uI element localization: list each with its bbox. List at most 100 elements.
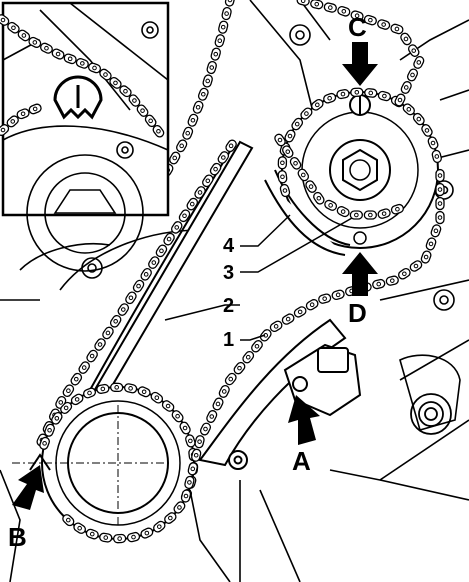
- chain-pin: [381, 211, 387, 216]
- chain-pin: [143, 272, 149, 277]
- chain-pin: [394, 26, 400, 32]
- chain-pin: [316, 195, 322, 201]
- inset-chain: [0, 14, 165, 138]
- chain-pin: [354, 89, 360, 95]
- chain-pin: [403, 85, 409, 90]
- chain-pin: [224, 11, 229, 16]
- chain-pin: [273, 324, 279, 329]
- chain-pin: [341, 8, 347, 14]
- chain-pin: [156, 524, 162, 529]
- chain-pin: [340, 91, 346, 97]
- chain-pin: [114, 385, 119, 390]
- chain-pin: [172, 155, 178, 161]
- chain-pin: [423, 254, 429, 260]
- chain-pin: [113, 318, 118, 324]
- chain-pin: [328, 5, 333, 10]
- callout-d: D: [348, 298, 367, 328]
- chain-pin: [297, 309, 303, 315]
- chain-pin: [47, 427, 52, 433]
- inset-detail: [0, 1, 170, 272]
- chain-pin: [205, 178, 211, 184]
- chain-pin: [277, 137, 283, 143]
- chain-pin: [395, 206, 400, 212]
- chain-pin: [424, 128, 430, 133]
- chain-pin: [340, 209, 346, 214]
- chain-pin: [151, 260, 157, 265]
- chain-pin: [201, 91, 206, 97]
- callout-3: 3: [223, 262, 234, 284]
- chain-pin: [0, 127, 6, 133]
- chain-pin: [113, 80, 118, 86]
- chain-pin: [32, 106, 38, 112]
- chain-pin: [285, 316, 291, 322]
- chain-pin: [209, 414, 215, 419]
- chain-pin: [89, 353, 95, 359]
- chain-pin: [413, 263, 419, 269]
- chain-pin: [254, 343, 260, 349]
- chain-pin: [228, 143, 234, 149]
- callout-4: 4: [223, 235, 235, 257]
- chain-pin: [300, 172, 306, 178]
- chain-pin: [322, 296, 327, 301]
- chain-pin: [21, 33, 27, 38]
- chain-pin: [411, 48, 417, 53]
- chain-pin: [92, 65, 97, 71]
- chain-pin: [55, 51, 61, 57]
- chain-pin: [128, 386, 133, 391]
- arrow-a-icon: [288, 395, 320, 445]
- chain-pin: [10, 119, 16, 124]
- chain-pin: [403, 36, 409, 42]
- chain-pin: [195, 104, 201, 110]
- chain-pin: [437, 173, 443, 178]
- chain-pin: [406, 107, 412, 112]
- chain-pin: [381, 22, 386, 27]
- chain-pin: [73, 376, 79, 382]
- chain-pin: [67, 56, 73, 62]
- chain-pin: [144, 530, 150, 536]
- chain-pin: [154, 395, 160, 400]
- chain-pin: [294, 121, 300, 127]
- chain-pin: [156, 128, 161, 134]
- chain-pin: [221, 389, 227, 394]
- callout-c: C: [348, 12, 367, 42]
- chain-pin: [228, 376, 234, 382]
- chain-pin: [382, 93, 387, 99]
- chain-pin: [285, 149, 291, 154]
- chain-pin: [165, 403, 171, 409]
- chain-pin: [190, 466, 196, 472]
- chain-pin: [213, 166, 218, 172]
- chain-pin: [175, 413, 180, 419]
- chain-pin: [437, 215, 443, 220]
- chain-pin: [220, 24, 226, 30]
- chain-pin: [0, 17, 6, 23]
- chain-pin: [189, 201, 195, 207]
- callout-1: 1: [223, 329, 234, 351]
- chain-pin: [168, 515, 173, 521]
- timing-mark-icon: [53, 75, 103, 120]
- chain-pin: [182, 425, 188, 431]
- chain-pin: [179, 143, 184, 149]
- chain-pin: [217, 38, 223, 44]
- chain-pin: [287, 133, 293, 139]
- chain-pin: [193, 452, 199, 458]
- chain-pin: [335, 292, 341, 298]
- callout-2: 2: [223, 295, 234, 317]
- camshaft-sprocket: [281, 91, 439, 249]
- chain-pin: [197, 439, 202, 444]
- chain-pin: [402, 271, 407, 277]
- chain-pin: [209, 65, 215, 70]
- chain-pin: [136, 283, 141, 289]
- chain-pin: [376, 281, 382, 287]
- chain-pin: [66, 388, 71, 393]
- chain-pin: [368, 212, 373, 218]
- chain-pin: [117, 536, 122, 541]
- chain-pin: [100, 386, 106, 392]
- chain-pin: [309, 302, 315, 308]
- chain-pin: [354, 13, 360, 18]
- chain-pin: [141, 389, 147, 395]
- chain-pin: [77, 525, 82, 531]
- chain-pin: [182, 213, 187, 219]
- chain-pin: [197, 190, 203, 195]
- chain-pin: [188, 438, 193, 444]
